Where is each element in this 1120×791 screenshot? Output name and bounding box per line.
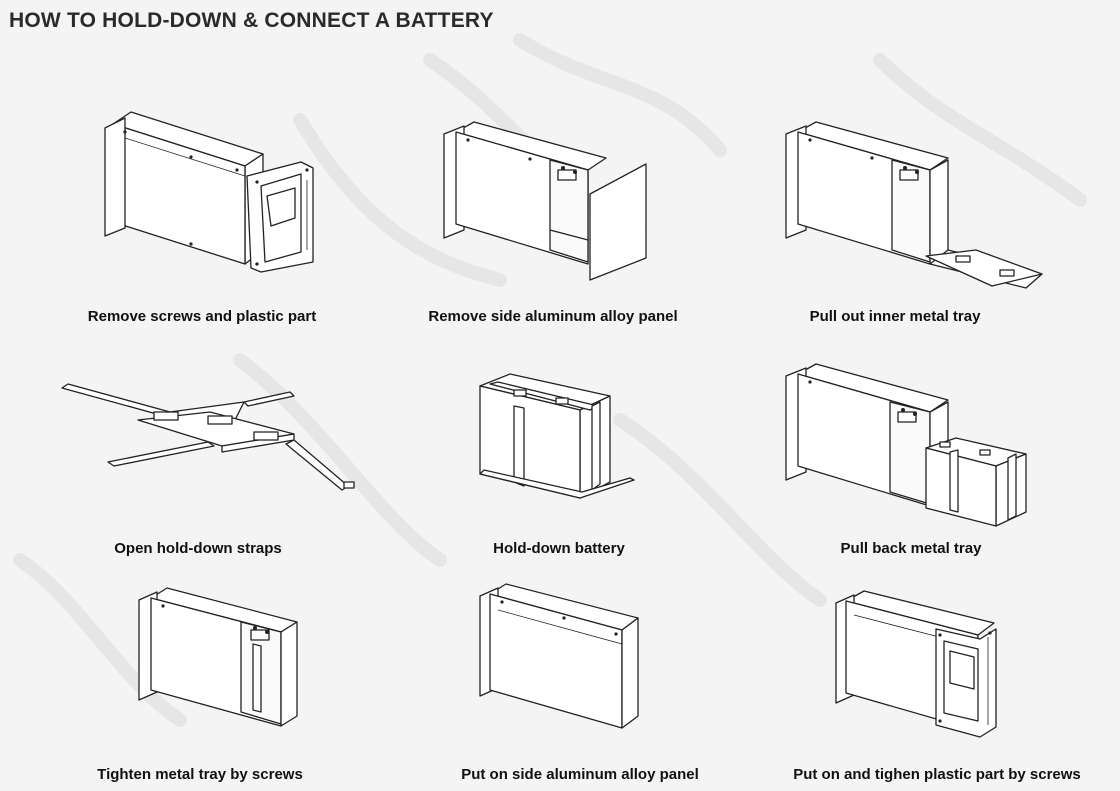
step-4-caption: Open hold-down straps <box>114 540 282 557</box>
step-2-illustration <box>443 121 647 281</box>
step-5-caption: Hold-down battery <box>493 540 625 557</box>
step-9-caption: Put on and tighen plastic part by screws <box>793 766 1081 783</box>
step-5-illustration <box>479 373 635 499</box>
step-4-illustration <box>61 383 355 491</box>
step-1-caption: Remove screws and plastic part <box>87 308 317 325</box>
step-8-caption: Put on side aluminum alloy panel <box>461 766 699 783</box>
step-8-illustration <box>479 583 639 729</box>
step-6-caption: Pull back metal tray <box>840 540 982 557</box>
step-7-caption: Tighten metal tray by screws <box>97 766 303 783</box>
step-2-caption: Remove side aluminum alloy panel <box>428 308 678 325</box>
step-3-caption: Pull out inner metal tray <box>809 308 981 325</box>
page-title: HOW TO HOLD-DOWN & CONNECT A BATTERY <box>9 9 494 32</box>
step-9-illustration <box>835 590 997 738</box>
step-1-illustration <box>104 111 314 273</box>
step-7-illustration <box>138 587 298 727</box>
step-3-illustration <box>785 121 1043 289</box>
step-6-illustration <box>785 363 1027 527</box>
